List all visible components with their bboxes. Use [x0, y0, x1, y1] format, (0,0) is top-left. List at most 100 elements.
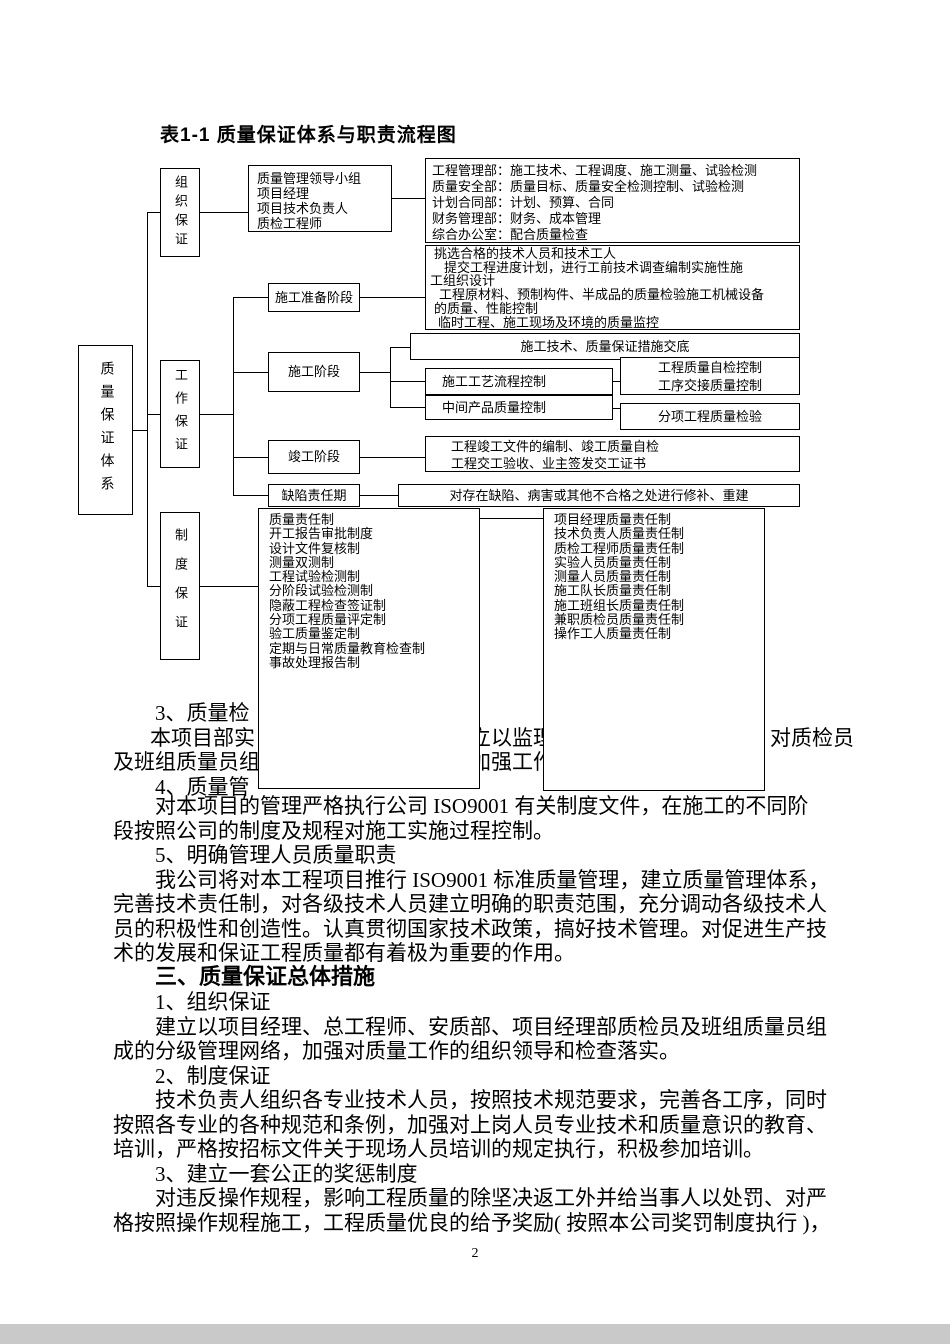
stage-box-preparation: 施工准备阶段	[268, 283, 360, 312]
institution-item: 事故处理报告制	[269, 654, 361, 670]
body-fragment: 3、质量检	[155, 701, 250, 725]
body-fragment: 立以监理	[470, 726, 554, 750]
responsibility-item: 施工队长质量责任制	[554, 583, 672, 599]
self-check-box: 工程质量自检控制 工序交接质量控制	[620, 357, 800, 395]
leadership-line: 质量管理领导小组	[257, 171, 362, 186]
branch-org-label: 组织保证	[173, 174, 188, 251]
body-line: 段按照公司的制度及规程对施工实施过程控制。	[113, 819, 554, 843]
stage-prep-label: 施工准备阶段	[274, 289, 353, 305]
prep-line: 工程原材料、预制构件、半成品的质量检验施工机械设备	[439, 287, 765, 303]
body-fragment: 本项目部实	[150, 726, 255, 750]
department-line: 计划合同部：计划、预算、合同	[432, 195, 615, 210]
department-line: 工程管理部：施工技术、工程调度、施工测量、试验检测	[432, 163, 758, 178]
connector-leadership-departments	[392, 198, 425, 199]
connector-to-org	[147, 212, 160, 213]
stage-construction-label: 施工阶段	[287, 364, 340, 379]
body-fragment: 4、质量管	[155, 775, 250, 799]
prep-line: 临时工程、施工现场及环境的质量监控	[438, 314, 660, 330]
body-line: 对本项目的管理严格执行公司 ISO9001 有关制度文件，在施工的不同阶	[155, 794, 809, 818]
completion-line: 工程交工验收、业主签发交工证书	[451, 456, 647, 471]
body-line: 术的发展和保证工程质量都有着极为重要的作用。	[113, 941, 575, 965]
self-check-line: 工程质量自检控制	[657, 360, 762, 375]
institution-item: 设计文件复核制	[269, 540, 361, 556]
body-line: 按照各专业的各种规范和条例，加强对上岗人员专业技术和质量意识的教育、	[113, 1113, 827, 1137]
connector-prep-content	[360, 297, 425, 298]
body-line: 2、制度保证	[155, 1064, 271, 1088]
connector-root-spine	[133, 430, 147, 431]
institution-item: 分项工程质量评定制	[269, 612, 387, 628]
section-heading: 三、质量保证总体措施	[155, 964, 376, 989]
leadership-line: 项目技术负责人	[257, 201, 349, 216]
responsibility-item: 施工班组长质量责任制	[554, 597, 685, 613]
branch-box-organization: 组织保证	[160, 168, 200, 257]
stage-defect-label: 缺陷责任期	[281, 487, 347, 503]
page-number: 2	[471, 1246, 479, 1261]
stage-box-defect-period: 缺陷责任期	[268, 484, 360, 507]
body-line: 对违反操作规程，影响工程质量的除坚决返工外并给当事人以处罚、对严	[155, 1186, 827, 1210]
body-fragment: 对质检员	[770, 726, 854, 750]
responsibilities-list-box: 项目经理质量责任制 技术负责人质量责任制 质检工程师质量责任制 实验人员质量责任…	[543, 508, 765, 791]
body-line: 建立以项目经理、总工程师、安质部、项目经理部质检员及班组质量员组	[155, 1015, 827, 1039]
branch-box-work: 工作保证	[160, 360, 200, 468]
connector-to-system	[147, 586, 160, 587]
responsibility-item: 兼职质检员质量责任制	[554, 612, 685, 628]
process-control-label: 施工工艺流程控制	[442, 374, 547, 389]
root-label: 质量保证体系	[98, 361, 114, 499]
connector-process-selfcheck	[613, 381, 620, 382]
connector-institutions-responsibilities	[480, 518, 543, 519]
preparation-content-box: 挑选合格的技术人员和技术工人 提交工程进度计划，进行工前技术调查编制实施性施 工…	[425, 245, 800, 330]
stage-box-completion: 竣工阶段	[268, 440, 360, 474]
department-line: 财务管理部：财务、成本管理	[432, 211, 602, 226]
body-line: 成的分级管理网络，加强对质量工作的组织领导和检查落实。	[113, 1039, 680, 1063]
connector-stage-spine	[233, 297, 234, 496]
body-line: 完善技术责任制，对各级技术人员建立明确的职责范围，充分调动各级技术人	[113, 892, 827, 916]
subitem-inspection-box: 分项工程质量检验	[620, 403, 800, 430]
page-bottom-edge	[0, 1324, 950, 1344]
disclosure-label: 施工技术、质量保证措施交底	[520, 338, 690, 354]
connector-to-completion	[233, 457, 268, 458]
responsibility-item: 质检工程师质量责任制	[554, 540, 685, 556]
body-line: 员的积极性和创造性。认真贯彻国家技术政策，搞好技术管理。对促进生产技	[113, 917, 827, 941]
department-line: 质量安全部：质量目标、质量安全检测控制、试验检测	[432, 179, 745, 194]
self-check-line: 工序交接质量控制	[657, 378, 762, 393]
body-line: 1、组织保证	[155, 990, 271, 1014]
connector-to-work	[147, 414, 160, 415]
intermediate-control-box: 中间产品质量控制	[425, 395, 613, 420]
connector-to-process-control	[390, 381, 425, 382]
institution-item: 工程试验检测制	[269, 569, 361, 585]
departments-box: 工程管理部：施工技术、工程调度、施工测量、试验检测 质量安全部：质量目标、质量安…	[425, 158, 800, 243]
connector-intermediate-subitem	[613, 408, 620, 409]
institution-item: 测量双测制	[269, 554, 335, 570]
institution-item: 隐蔽工程检查签证制	[269, 597, 387, 613]
table-title: 表1-1 质量保证体系与职责流程图	[160, 125, 457, 146]
stage-completion-label: 竣工阶段	[287, 449, 340, 464]
prep-line: 工组织设计	[430, 273, 496, 289]
body-fragment: 加强工作	[470, 750, 554, 774]
root-box-quality-assurance-system: 质量保证体系	[78, 345, 133, 515]
process-control-box: 施工工艺流程控制	[425, 368, 613, 395]
connector-to-defect	[233, 495, 268, 496]
completion-content-box: 工程竣工文件的编制、竣工质量自检 工程交工验收、业主签发交工证书	[425, 436, 800, 472]
intermediate-control-label: 中间产品质量控制	[442, 400, 547, 415]
connector-defect-content	[360, 495, 398, 496]
connector-org-leadership	[200, 212, 248, 213]
stage-box-construction: 施工阶段	[268, 352, 360, 392]
branch-system-label: 制度保证	[173, 528, 188, 644]
prep-line: 提交工程进度计划，进行工前技术调查编制实施性施	[444, 259, 744, 275]
body-line: 3、建立一套公正的奖惩制度	[155, 1162, 418, 1186]
body-line: 培训，严格按招标文件关于现场人员培训的规定执行，积极参加培训。	[113, 1137, 764, 1161]
subitem-inspection-label: 分项工程质量检验	[657, 408, 762, 424]
prep-line: 挑选合格的技术人员和技术工人	[434, 246, 617, 261]
connector-to-construction	[233, 372, 268, 373]
connector-work-stages	[200, 414, 233, 415]
connector-to-prep	[233, 297, 268, 298]
branch-work-label: 工作保证	[173, 368, 188, 460]
connector-construction-branch	[360, 372, 390, 373]
institutions-list-box: 质量责任制 开工报告审批制度 设计文件复核制 测量双测制 工程试验检测制 分阶段…	[258, 508, 480, 789]
completion-line: 工程竣工文件的编制、竣工质量自检	[451, 439, 660, 454]
connector-to-disclosure	[390, 347, 410, 348]
institution-item: 定期与日常质量教育检查制	[269, 640, 426, 656]
institution-item: 质量责任制	[269, 512, 335, 527]
leadership-line: 项目经理	[257, 186, 310, 201]
